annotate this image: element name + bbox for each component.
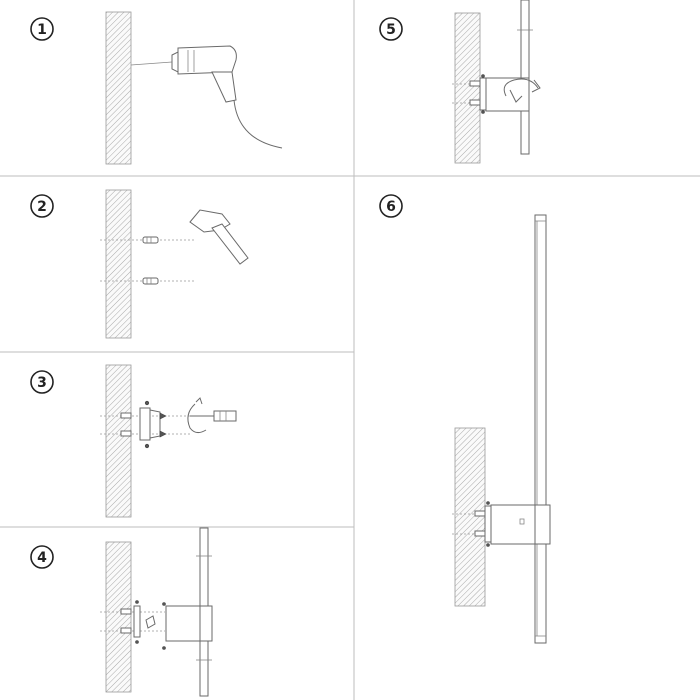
drill-icon xyxy=(130,45,283,149)
step-3-number: 3 xyxy=(30,370,54,394)
lamp-bar xyxy=(534,214,547,644)
wall xyxy=(105,11,132,165)
step-4-number: 4 xyxy=(30,545,54,569)
svg-text:2: 2 xyxy=(37,199,47,215)
svg-text:3: 3 xyxy=(37,375,47,391)
svg-text:6: 6 xyxy=(386,199,396,215)
wall xyxy=(454,12,481,164)
step-3-panel: 3 xyxy=(30,364,237,518)
wall-lamp xyxy=(485,0,533,155)
mounting-bracket xyxy=(479,74,487,114)
step-2-number: 2 xyxy=(30,194,54,218)
step-1-number: 1 xyxy=(30,17,54,41)
mounting-bracket xyxy=(484,501,492,547)
step-4-panel: 4 xyxy=(30,527,213,697)
wall-anchor-icon xyxy=(142,236,159,244)
hammer-icon xyxy=(189,209,249,265)
step-1-panel: 1 xyxy=(30,11,283,165)
step-6-panel: 6 xyxy=(379,194,551,644)
screwdriver-icon xyxy=(187,397,237,434)
wall xyxy=(105,189,132,339)
step-2-panel: 2 xyxy=(30,189,249,339)
step-5-panel: 5 xyxy=(379,0,541,164)
wall xyxy=(105,541,132,693)
svg-text:5: 5 xyxy=(386,22,396,38)
rotate-arrow-icon xyxy=(503,78,541,103)
svg-text:1: 1 xyxy=(37,22,47,38)
screw-icon xyxy=(145,602,166,650)
wall xyxy=(105,364,132,518)
mounting-bracket xyxy=(133,605,141,638)
wall-lamp xyxy=(490,214,551,644)
step-6-number: 6 xyxy=(379,194,403,218)
screw-icon xyxy=(159,412,167,438)
step-5-number: 5 xyxy=(379,17,403,41)
lamp-bar xyxy=(520,0,530,155)
wall-anchor-icon xyxy=(142,277,159,285)
wall xyxy=(454,427,486,607)
mounting-bracket xyxy=(139,400,161,449)
wall-lamp xyxy=(165,527,213,697)
svg-text:4: 4 xyxy=(37,550,47,566)
